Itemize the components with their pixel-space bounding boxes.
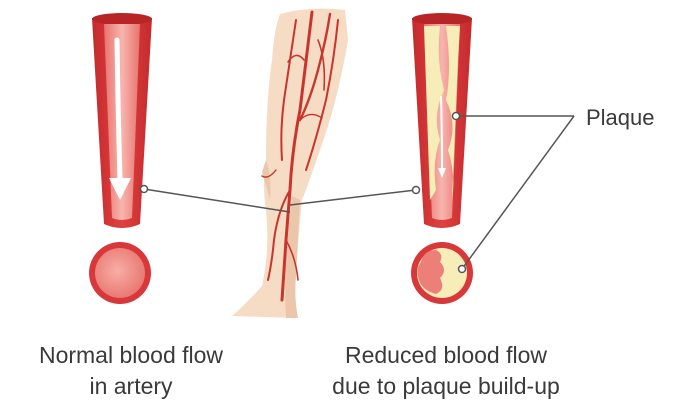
leader-dot — [453, 113, 460, 120]
narrowed-artery-cross-section — [411, 242, 473, 304]
normal-caption-line-2: in artery — [0, 371, 262, 402]
reduced-flow-arrow-shaft — [441, 96, 442, 168]
narrowed-artery-opening — [412, 13, 472, 25]
leader-dot — [459, 266, 466, 273]
normal-artery — [92, 13, 152, 228]
narrowed-artery — [412, 13, 472, 228]
leader-narrowed-artery — [290, 190, 416, 205]
normal-artery-opening — [92, 13, 152, 25]
leader-plaque-circle — [462, 116, 574, 269]
leader-dot — [413, 187, 420, 194]
flow-arrow-shaft — [117, 40, 120, 180]
leg-illustration — [232, 9, 348, 318]
normal-artery-cross-section — [89, 242, 151, 304]
normal-flow-caption: Normal blood flow in artery — [0, 340, 262, 402]
reduced-caption-line-1: Reduced blood flow — [296, 340, 596, 371]
normal-caption-line-1: Normal blood flow — [0, 340, 262, 371]
reduced-flow-caption: Reduced blood flow due to plaque build-u… — [296, 340, 596, 402]
leader-dot — [141, 186, 148, 193]
leader-lines — [144, 116, 574, 269]
reduced-caption-line-2: due to plaque build-up — [296, 371, 596, 402]
plaque-label: Plaque — [586, 102, 655, 133]
